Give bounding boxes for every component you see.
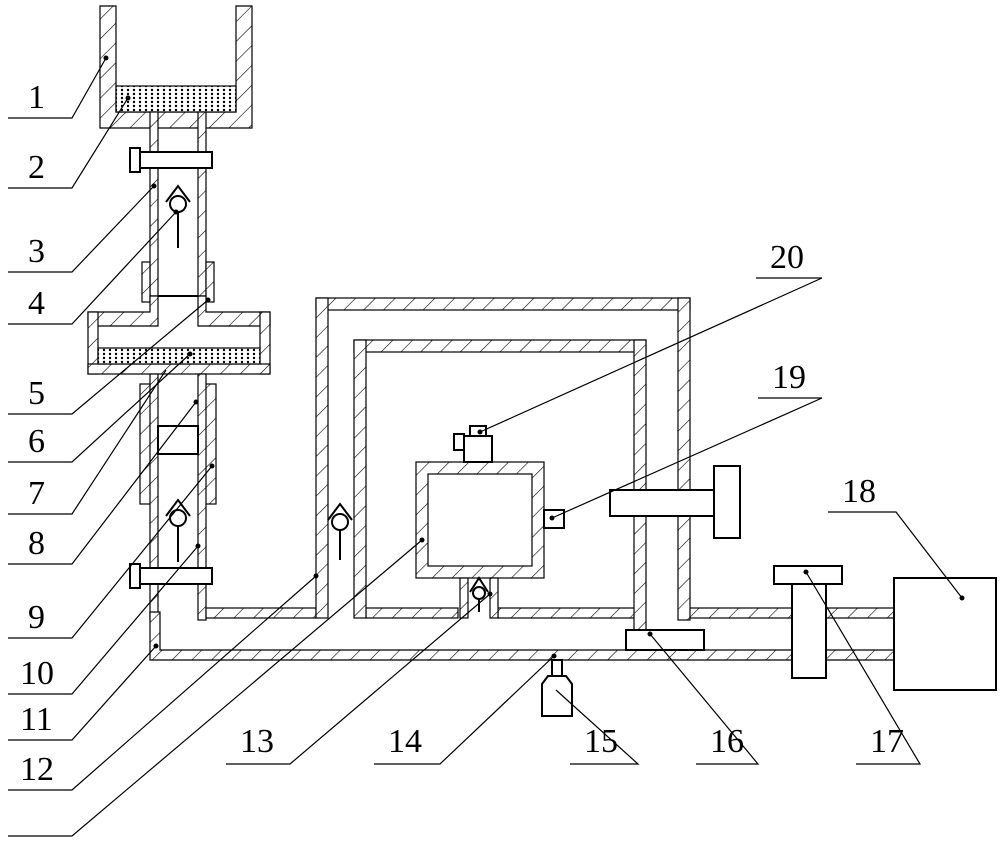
label-1: 1 [28, 79, 45, 116]
label-19: 19 [772, 359, 806, 396]
outer-frame-pipe [315, 297, 691, 621]
chamber-outlet-pipe [459, 576, 499, 619]
label-17: 17 [870, 723, 904, 760]
right-fitting [773, 565, 843, 679]
label-10: 10 [20, 655, 54, 692]
right-unit [893, 577, 997, 691]
label-3: 3 [28, 233, 45, 270]
label-4: 4 [28, 285, 45, 322]
central-chamber [415, 425, 565, 579]
label-18: 18 [842, 473, 876, 510]
main-horizontal-pipe [149, 607, 895, 661]
label-14: 14 [388, 723, 422, 760]
label-5: 5 [28, 375, 45, 412]
inner-frame-pipe [353, 339, 647, 631]
middle-filter-layer [97, 347, 261, 365]
leader-lines [8, 57, 963, 837]
leader-dots [103, 55, 965, 659]
label-16: 16 [710, 723, 744, 760]
base-block [625, 629, 705, 651]
top-tank [99, 5, 253, 129]
right-t-handle [609, 465, 741, 539]
label-12: 12 [20, 751, 54, 788]
top-filter-layer [115, 85, 237, 113]
label-6: 6 [28, 423, 45, 460]
label-15: 15 [584, 723, 618, 760]
lower-vertical-pipe [139, 373, 217, 621]
label-8: 8 [28, 525, 45, 562]
label-11: 11 [20, 701, 53, 738]
drain-valve [541, 659, 573, 717]
upper-check-valve [165, 184, 191, 248]
label-20: 20 [770, 239, 804, 276]
label-7: 7 [28, 475, 45, 512]
frame-check-valve [327, 502, 353, 560]
lower-valve [129, 563, 213, 589]
middle-filter-housing [87, 295, 271, 375]
label-9: 9 [28, 599, 45, 636]
label-13: 13 [240, 723, 274, 760]
part-labels: 1 2 3 4 5 6 7 8 9 10 11 12 13 14 15 16 1… [20, 79, 904, 788]
label-2: 2 [28, 149, 45, 186]
lower-check-valve [165, 498, 191, 562]
upper-valve [129, 147, 213, 173]
